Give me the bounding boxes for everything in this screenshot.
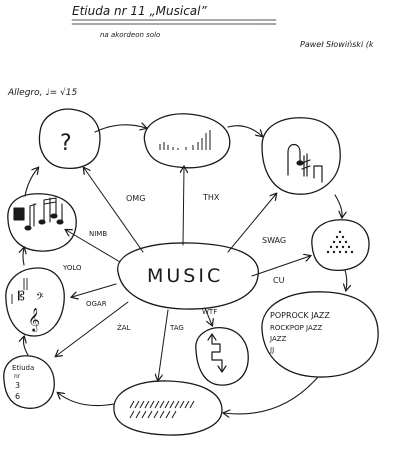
edge-label-omg: OMG xyxy=(126,194,145,203)
node-bars xyxy=(143,113,231,169)
hatching-icon xyxy=(129,400,195,419)
cycle-arrow-question-to-bars xyxy=(94,125,146,133)
cycle-arrow-clefs-to-notes xyxy=(23,248,24,266)
clef-icon: 𝄞 𝄢 𝄡 xyxy=(18,289,44,332)
node-clefs xyxy=(5,267,65,337)
node-notes-right xyxy=(261,117,341,195)
edge-label-zal: ŻAL xyxy=(117,323,131,332)
spoke-wtf xyxy=(204,307,212,325)
spoke-omg xyxy=(84,168,144,253)
bar-graph-icon xyxy=(159,130,211,150)
svg-text:𝄞: 𝄞 xyxy=(28,307,40,332)
music-notes-left-icon xyxy=(13,197,64,231)
cycle-arrow-notes-to-question xyxy=(24,168,38,197)
spoke-swag xyxy=(227,194,276,253)
styles-line-3: JAZZ xyxy=(269,335,287,343)
center-node-music xyxy=(117,242,259,310)
node-question xyxy=(38,108,101,170)
edge-label-yolo: YOLO xyxy=(62,264,82,272)
clef-staff-marks xyxy=(11,278,28,304)
cycle-arrow-etiuda-to-clefs xyxy=(24,337,29,356)
svg-text:𝄢: 𝄢 xyxy=(36,291,44,305)
cycle-arrow-bars-to-notes xyxy=(227,125,262,136)
node-hatch xyxy=(113,380,223,436)
winding-arrow-icon xyxy=(207,333,227,373)
author: Paweł Słowiński (k xyxy=(300,40,374,49)
center-node-label: MUSIC xyxy=(147,265,223,287)
edge-label-wtf: WTF xyxy=(202,308,217,316)
svg-text:𝄡: 𝄡 xyxy=(18,289,25,303)
music-notes-icon xyxy=(287,143,323,183)
spoke-ogar xyxy=(72,283,117,297)
spoke-zal xyxy=(56,301,129,356)
edge-label-ogar: OGAR xyxy=(86,300,107,308)
node-winding-arrow xyxy=(195,327,249,386)
cycle-arrow-hatch-to-etiuda xyxy=(58,393,115,407)
tempo-marking: Allegro, ♩= √15 xyxy=(7,87,77,98)
subtitle: na akordeon solo xyxy=(100,31,160,39)
edge-label-tag: TAG xyxy=(169,324,184,332)
spoke-nimb xyxy=(66,230,121,263)
styles-line-1: POPROCK JAZZ xyxy=(270,311,330,320)
cycle-arrow-notes-to-triangle xyxy=(334,194,342,217)
etiuda-line-2: nr xyxy=(14,373,21,380)
node-triangle xyxy=(311,219,370,272)
etiuda-line-1: Etiuda xyxy=(12,364,34,372)
cycle-arrow-styles-to-hatch xyxy=(224,376,319,414)
edge-label-swag: SWAG xyxy=(262,236,286,245)
etiuda-line-3: 3 xyxy=(15,381,20,390)
edge-label-nimb: NIMB xyxy=(89,230,107,238)
edge-label-cu: CU xyxy=(273,276,285,285)
spoke-cu xyxy=(251,256,310,277)
page-title: Etiuda nr 11 „Musical” xyxy=(72,4,207,18)
styles-line-2: ROCKPOP JAZZ xyxy=(270,324,323,332)
node-styles xyxy=(261,291,379,378)
question-mark-icon: ? xyxy=(60,131,72,156)
dot-triangle-icon xyxy=(326,230,354,254)
node-etiuda xyxy=(3,355,55,409)
edge-label-thx: THX xyxy=(202,193,220,202)
spoke-thx xyxy=(183,167,184,246)
etiuda-line-4: 6 xyxy=(15,392,20,401)
cycle-arrow-triangle-to-styles xyxy=(345,269,347,290)
node-notes-left xyxy=(7,193,77,252)
styles-line-4: JJ xyxy=(269,346,274,354)
spoke-tag xyxy=(158,309,169,380)
